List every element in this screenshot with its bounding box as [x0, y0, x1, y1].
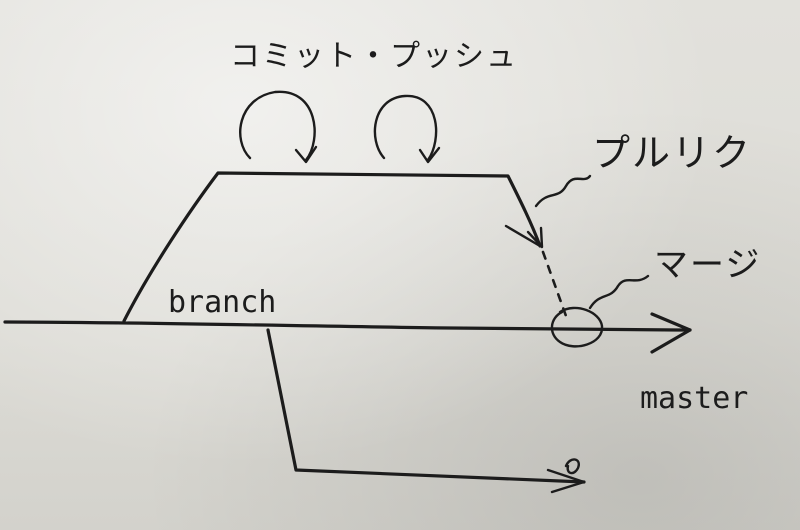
commit-loop-1 — [239, 90, 316, 162]
merge-dashed-line — [541, 250, 568, 318]
master-line — [3, 320, 692, 332]
merge-squiggle — [588, 274, 650, 310]
master-arrowhead — [650, 312, 692, 354]
new-branch-line — [266, 328, 586, 484]
commit-loop-2-arrowhead — [418, 146, 441, 164]
branch-label: branch — [168, 285, 277, 320]
pull-request-label: プルリク — [592, 131, 753, 175]
commit-loop-1-arrowhead — [294, 145, 318, 164]
merge-circle — [550, 306, 604, 348]
merge-label: マージ — [654, 245, 762, 285]
pull-request-arrow — [504, 224, 542, 248]
new-branch-end-mark — [564, 458, 580, 475]
commit-push-label: コミット・プッシュ — [230, 39, 518, 74]
branch-line — [122, 171, 542, 323]
commit-loop-2 — [373, 94, 438, 162]
pull-request-arrowhead — [526, 226, 544, 249]
pull-request-squiggle — [534, 174, 592, 208]
new-branch-arrowhead — [546, 468, 586, 494]
master-label: master — [640, 381, 749, 416]
